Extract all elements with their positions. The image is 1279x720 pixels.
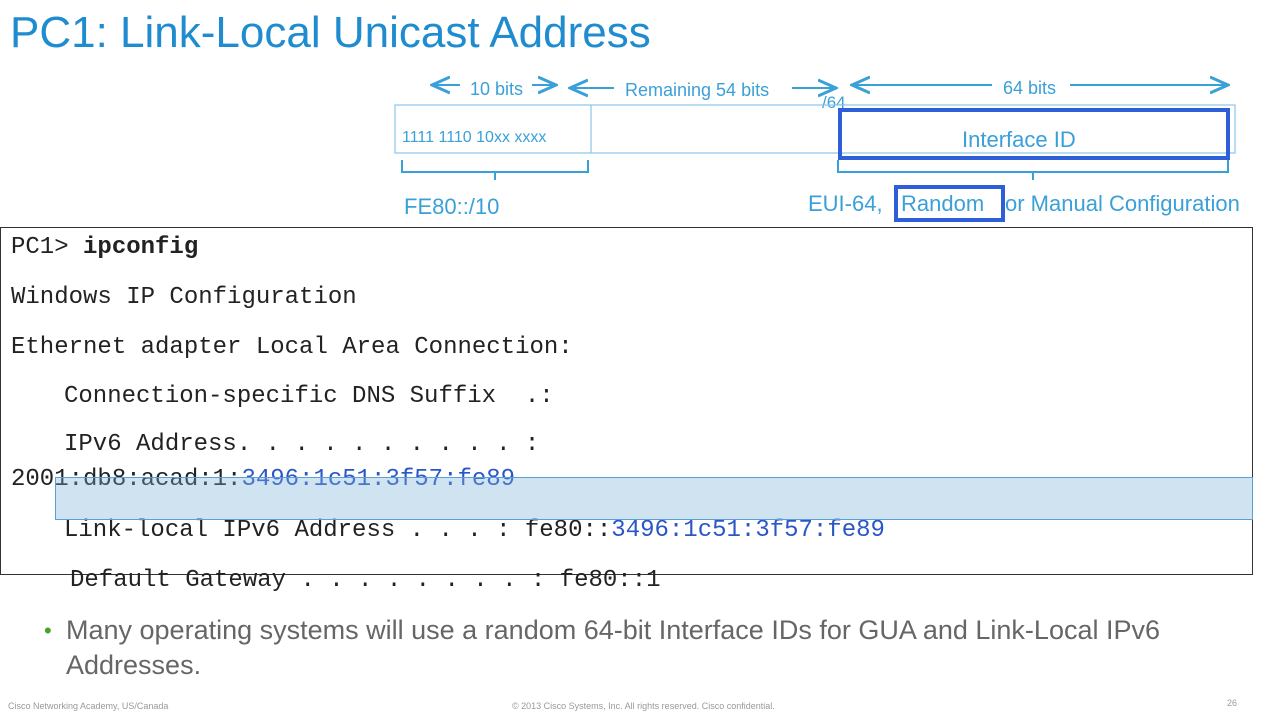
terminal-line-gateway: Default Gateway . . . . . . . . : fe80::… [70,567,661,594]
link-local-interface-id: 3496:1c51:3f57:fe89 [611,517,885,544]
gua-highlight [55,477,1253,520]
bullet-point: • Many operating systems will use a rand… [44,613,1244,683]
random-highlight [894,185,1005,222]
gua-interface-id: 3496:1c51:3f57:fe89 [241,466,516,493]
bits-value: 1111 1110 10xx xxxx [402,129,546,146]
address-structure-diagram: 10 bits Remaining 54 bits 64 bits /64 11… [394,0,1240,222]
terminal-line-windows-ip: Windows IP Configuration [11,284,357,311]
terminal-line-ipv6-label: IPv6 Address. . . . . . . . . . : [64,431,540,458]
page-title: PC1: Link-Local Unicast Address [10,8,651,57]
bullet-text: Many operating systems will use a random… [66,615,1161,680]
footer-left: Cisco Networking Academy, US/Canada [8,701,169,711]
terminal-prompt: PC1> [11,234,84,261]
terminal-command: ipconfig [83,234,199,261]
interface-id-label: Interface ID [962,127,1076,152]
terminal-line-link-local: Link-local IPv6 Address . . . : fe80::34… [64,517,885,544]
label-64bits: 64 bits [1003,78,1056,98]
terminal-window [0,227,1253,575]
footer-copyright: © 2013 Cisco Systems, Inc. All rights re… [512,701,775,711]
terminal-line-dns-suffix: Connection-specific DNS Suffix .: [64,383,554,410]
link-local-label: Link-local IPv6 Address . . . : [64,517,525,544]
label-remaining-bits: Remaining 54 bits [625,80,769,100]
terminal-line-gua-address: 2001:db8:acad:1:3496:1c51:3f57:fe89 [11,466,515,493]
brace-fe80 [401,160,589,180]
bullet-dot-icon: • [44,618,52,643]
address-box [394,104,1236,154]
fe80-label: FE80::/10 [404,194,499,219]
label-10bits: 10 bits [470,79,523,99]
terminal-line-ethernet-adapter: Ethernet adapter Local Area Connection: [11,334,573,361]
interface-id-highlight [838,108,1230,160]
link-local-prefix: fe80:: [524,517,612,544]
config-suffix: or Manual Configuration [1005,191,1240,216]
label-prefix-64: /64 [822,93,846,112]
gua-prefix: 2001:db8:acad:1: [11,466,242,493]
config-random: Random [901,191,984,216]
brace-interface [837,160,1229,180]
page-number: 26 [1227,698,1238,708]
terminal-line-prompt: PC1> ipconfig [11,234,198,261]
config-prefix: EUI-64, [808,191,883,216]
